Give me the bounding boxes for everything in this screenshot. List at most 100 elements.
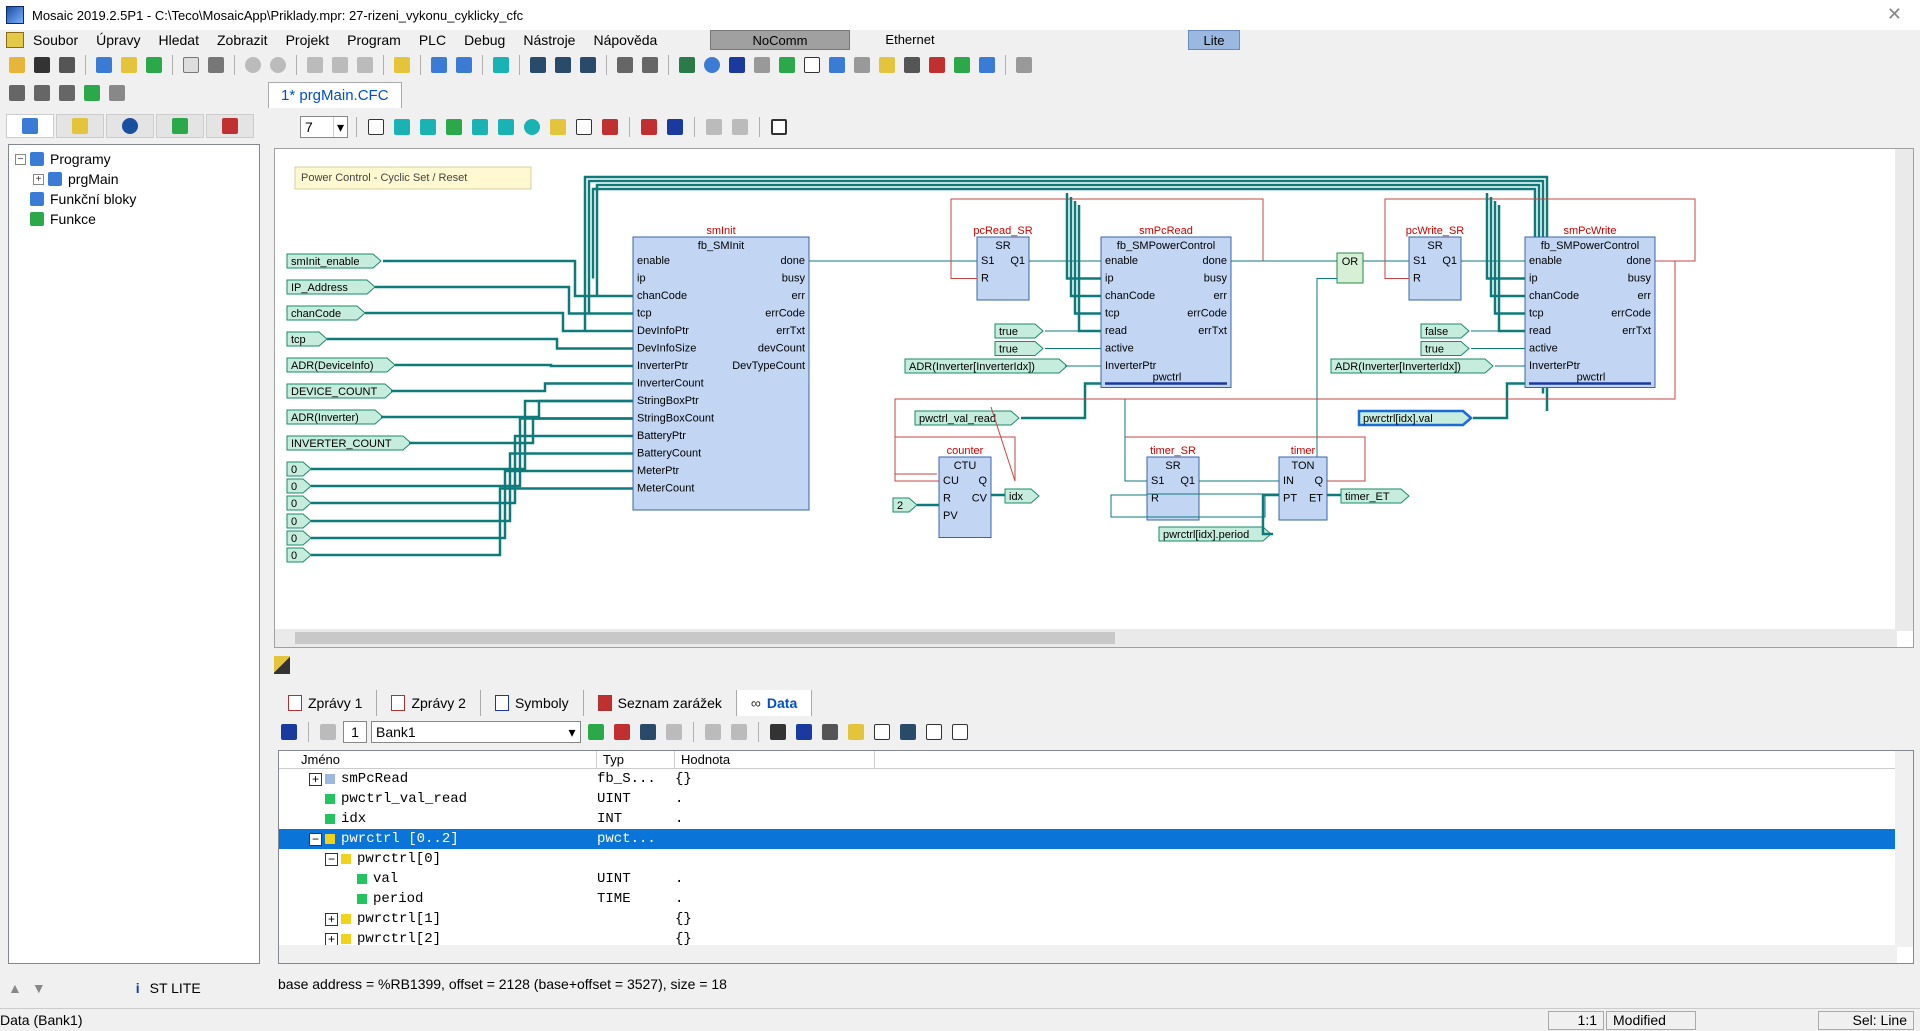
- export-icon[interactable]: [453, 54, 475, 76]
- arrow-down-icon[interactable]: ▼: [31, 980, 46, 996]
- delete-link-icon[interactable]: [599, 116, 621, 138]
- view-1-icon[interactable]: [923, 721, 945, 743]
- insert-return-icon[interactable]: [521, 116, 543, 138]
- menu-nastroje[interactable]: Nástroje: [523, 32, 576, 48]
- world-icon[interactable]: [976, 54, 998, 76]
- menu-program[interactable]: Program: [347, 32, 401, 48]
- menu-hledat[interactable]: Hledat: [158, 32, 199, 48]
- table-icon[interactable]: [801, 54, 823, 76]
- order-icon[interactable]: [638, 116, 660, 138]
- bank-select[interactable]: Bank1▾: [371, 721, 581, 743]
- plc-icon[interactable]: [951, 54, 973, 76]
- close-icon[interactable]: ✕: [1886, 4, 1902, 24]
- run-icon[interactable]: [242, 54, 264, 76]
- window-icon[interactable]: [768, 116, 790, 138]
- tab-types-icon[interactable]: [56, 114, 104, 138]
- add-var-3-icon[interactable]: [637, 721, 659, 743]
- menu-plc[interactable]: PLC: [418, 32, 447, 48]
- split-v-icon[interactable]: [614, 54, 636, 76]
- glasses-cross-icon[interactable]: [819, 721, 841, 743]
- tree-function-blocks[interactable]: Funkční bloky: [15, 189, 253, 209]
- add-var-2-icon[interactable]: [611, 721, 633, 743]
- horizontal-scrollbar[interactable]: [275, 629, 1897, 647]
- display-icon[interactable]: [851, 54, 873, 76]
- expand-icon[interactable]: +: [325, 932, 338, 946]
- collapse-icon[interactable]: −: [15, 153, 26, 165]
- expand-icon[interactable]: +: [309, 772, 322, 786]
- chart-icon[interactable]: [776, 54, 798, 76]
- undo-icon[interactable]: [703, 116, 725, 138]
- col-jmeno[interactable]: Jméno: [279, 751, 597, 768]
- row-value[interactable]: {}: [675, 911, 692, 927]
- expand-icon[interactable]: +: [33, 173, 44, 185]
- help-icon[interactable]: [1013, 54, 1035, 76]
- row-value[interactable]: {}: [675, 931, 692, 947]
- table-row[interactable]: −pwrctrl[0]: [279, 849, 1913, 869]
- tab-zpravy-1[interactable]: Zprávy 1: [274, 690, 378, 716]
- layout-1-icon[interactable]: [527, 54, 549, 76]
- step-over-icon[interactable]: [329, 54, 351, 76]
- editor-e-icon[interactable]: [490, 54, 512, 76]
- info-icon[interactable]: i: [135, 980, 140, 996]
- grid-icon[interactable]: [871, 721, 893, 743]
- puzzle-add-icon[interactable]: [118, 54, 140, 76]
- panel-icon[interactable]: [876, 54, 898, 76]
- tree-programs[interactable]: − Programy: [15, 149, 253, 169]
- watch-icon[interactable]: [278, 721, 300, 743]
- insert-macro-icon[interactable]: [573, 116, 595, 138]
- stop-icon[interactable]: [267, 54, 289, 76]
- row-value[interactable]: .: [675, 791, 684, 807]
- disk-icon[interactable]: [726, 54, 748, 76]
- tab-tasks-icon[interactable]: [156, 114, 204, 138]
- menu-zobrazit[interactable]: Zobrazit: [216, 32, 268, 48]
- add-var-4-icon[interactable]: [663, 721, 685, 743]
- expand-icon[interactable]: +: [325, 912, 338, 926]
- col-hodnota[interactable]: Hodnota: [675, 751, 875, 768]
- io-icon[interactable]: [926, 54, 948, 76]
- zoom-select[interactable]: 7▾: [300, 116, 348, 138]
- new-file-icon[interactable]: [180, 54, 202, 76]
- table-icon[interactable]: [897, 721, 919, 743]
- view-2-icon[interactable]: [949, 721, 971, 743]
- tab-pou-icon[interactable]: [6, 114, 54, 138]
- sort-icon[interactable]: [793, 721, 815, 743]
- insert-output-icon[interactable]: [417, 116, 439, 138]
- expand-all-icon[interactable]: [845, 721, 867, 743]
- step-out-icon[interactable]: [354, 54, 376, 76]
- open-icon[interactable]: [6, 54, 28, 76]
- row-value[interactable]: {}: [675, 771, 692, 787]
- pages-3-icon[interactable]: [56, 82, 78, 104]
- grid-horizontal-scrollbar[interactable]: [279, 945, 1897, 963]
- table-row[interactable]: +pwrctrl[1]{}: [279, 909, 1913, 929]
- row-value[interactable]: .: [675, 871, 684, 887]
- insert-box-icon[interactable]: [443, 116, 465, 138]
- monitor-icon[interactable]: [751, 54, 773, 76]
- tab-prgmain-cfc[interactable]: 1* prgMain.CFC: [268, 82, 402, 108]
- import-icon[interactable]: [428, 54, 450, 76]
- library-icon[interactable]: [106, 82, 128, 104]
- col-typ[interactable]: Typ: [597, 751, 675, 768]
- row-value[interactable]: .: [675, 811, 684, 827]
- pages-icon[interactable]: [6, 82, 28, 104]
- tree-icon[interactable]: [826, 54, 848, 76]
- save-all-icon[interactable]: [56, 54, 78, 76]
- save-icon[interactable]: [31, 54, 53, 76]
- tab-globals-icon[interactable]: [106, 114, 154, 138]
- menu-projekt[interactable]: Projekt: [285, 32, 330, 48]
- layout-2-icon[interactable]: [552, 54, 574, 76]
- pointer-icon[interactable]: [365, 116, 387, 138]
- menu-debug[interactable]: Debug: [464, 32, 506, 48]
- collapse-icon[interactable]: −: [325, 852, 338, 866]
- collapse-icon[interactable]: −: [309, 832, 322, 846]
- tree-functions[interactable]: Funkce: [15, 209, 253, 229]
- split-h-icon[interactable]: [639, 54, 661, 76]
- arrow-up-icon[interactable]: ▲: [8, 980, 22, 996]
- step-icon[interactable]: [304, 54, 326, 76]
- glasses-icon[interactable]: [767, 721, 789, 743]
